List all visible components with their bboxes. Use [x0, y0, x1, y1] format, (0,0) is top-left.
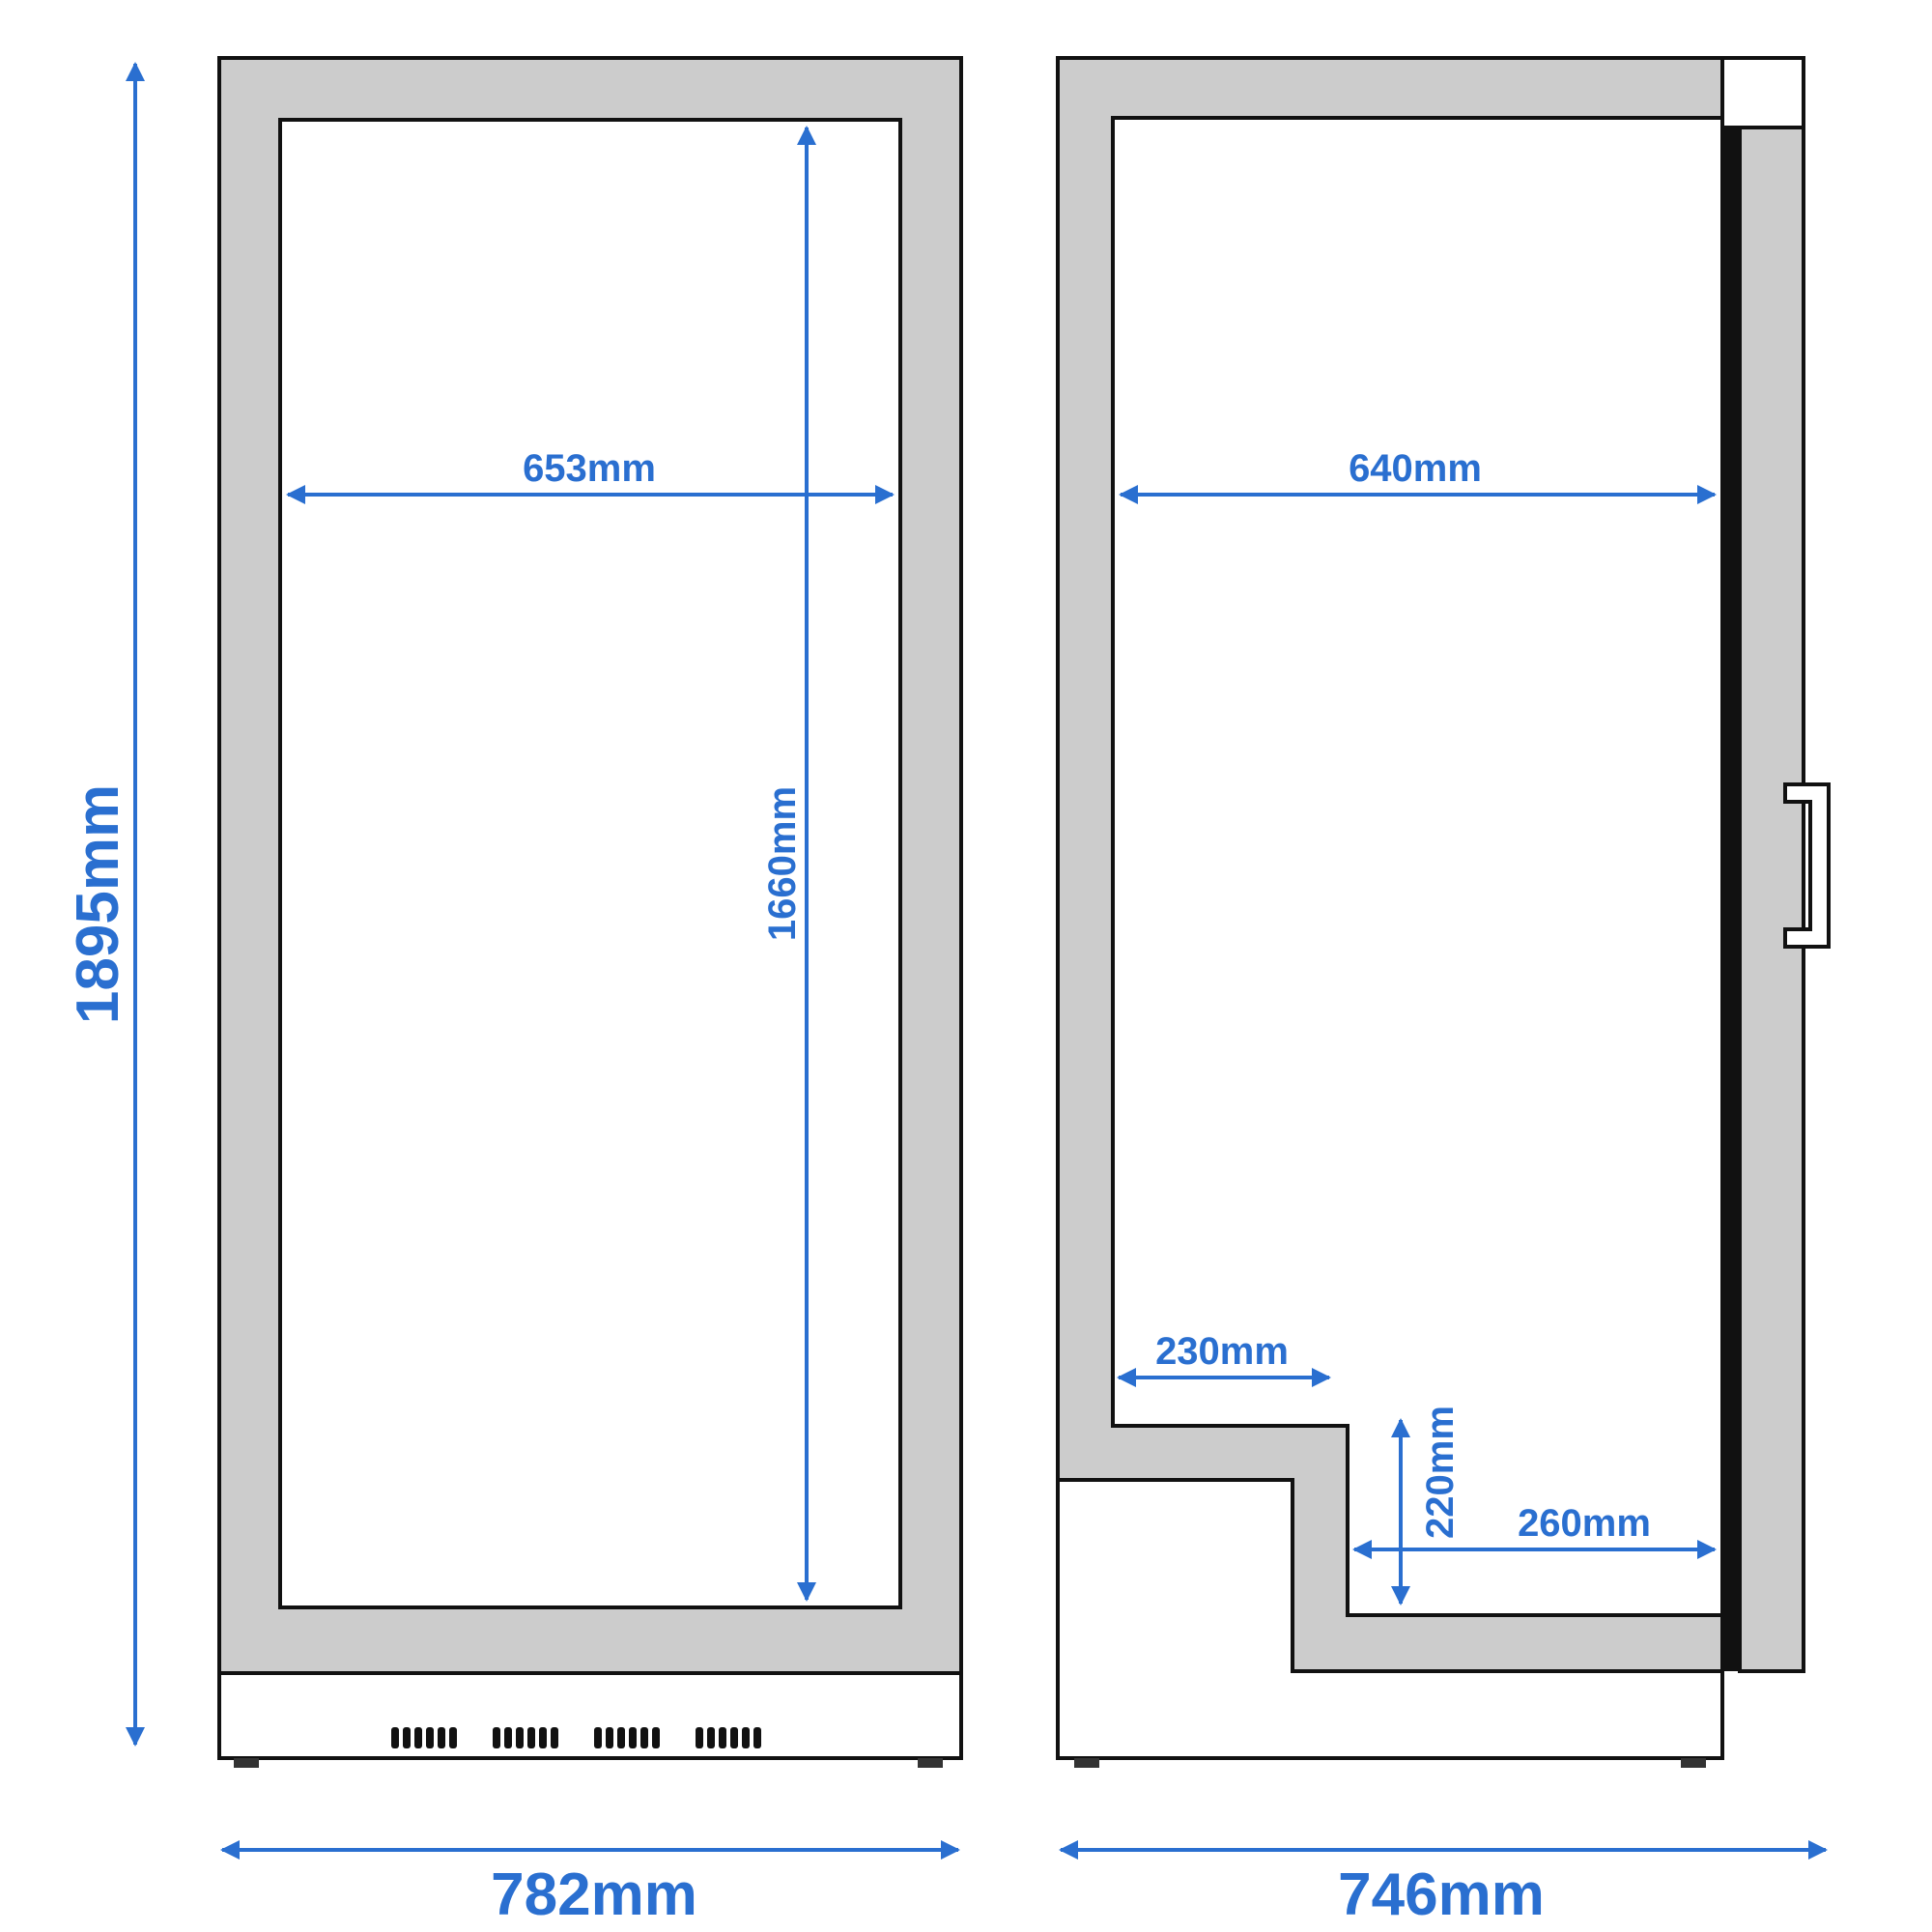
door-handle — [1783, 782, 1831, 949]
vent-group-1 — [391, 1727, 457, 1748]
dim-label-outer-depth: 746mm — [1338, 1861, 1545, 1928]
dim-label-step-height: 220mm — [1419, 1406, 1462, 1539]
dim-label-outer-height: 1895mm — [65, 784, 131, 1024]
dim-label-lower-depth: 260mm — [1518, 1502, 1651, 1545]
vent-group-4 — [696, 1727, 761, 1748]
side-foot-right — [1681, 1758, 1706, 1768]
front-base-plinth — [217, 1671, 963, 1760]
front-foot-right — [918, 1758, 943, 1768]
ventilation-grille — [391, 1727, 761, 1748]
dim-label-outer-width: 782mm — [491, 1861, 697, 1928]
dim-label-inner-height: 1660mm — [761, 786, 804, 941]
top-hinge-block — [1720, 56, 1805, 129]
side-door — [1738, 126, 1805, 1673]
side-interior-cavity — [1111, 116, 1724, 1617]
side-view: 746mm 640mm 230mm 220mm 260mm — [1056, 56, 1831, 1928]
front-foot-left — [234, 1758, 259, 1768]
side-foot-left — [1074, 1758, 1099, 1768]
dim-label-inner-width: 653mm — [523, 447, 656, 490]
vent-group-2 — [493, 1727, 558, 1748]
front-view: 1895mm 782mm 653mm 1660mm — [65, 56, 963, 1928]
dim-label-inner-depth: 640mm — [1349, 447, 1482, 490]
door-gasket — [1722, 126, 1740, 1671]
vent-group-3 — [594, 1727, 660, 1748]
dim-label-step-depth: 230mm — [1155, 1330, 1289, 1373]
